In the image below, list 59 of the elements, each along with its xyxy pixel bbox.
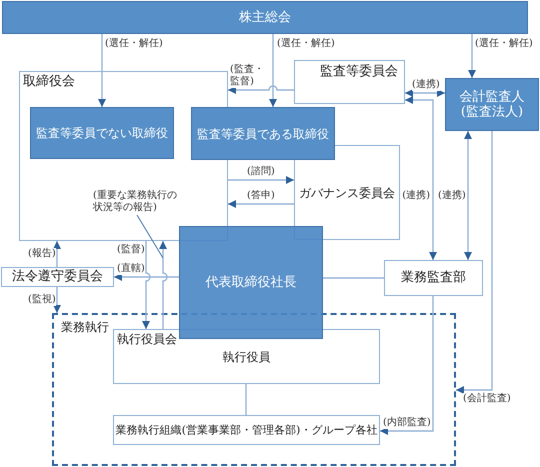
organization-box (113, 415, 380, 445)
edge-label: (連携) (412, 79, 440, 91)
edge-label: (選任・解任) (105, 38, 163, 50)
box-heading: 執行役員会 (117, 332, 177, 346)
edge-label: (報告) (28, 248, 56, 260)
box-label: 代表取締役社長 (206, 274, 296, 290)
dashed-region (52, 313, 456, 466)
connector-line (323, 277, 384, 279)
arrow (142, 241, 151, 329)
arrow (114, 273, 179, 281)
committee-box (1, 267, 114, 287)
edge-label: (監視) (28, 294, 56, 306)
edge-label: (選任・解任) (475, 38, 533, 50)
arrow (468, 34, 476, 78)
box-label: 監査等委員でない取締役 (36, 126, 168, 140)
arrow (380, 296, 434, 435)
box-label: ガバナンス委員会 (299, 185, 395, 200)
director-box (191, 107, 335, 160)
box-label: 監査等委員である取締役 (197, 126, 329, 141)
box-label: 業務執行組織(営業事業部・管理各部)・グループ各社 (116, 423, 378, 437)
director-box (30, 107, 174, 159)
edge-label: (監督) (117, 244, 145, 256)
edge-label: (重要な業務執行の状況等の報告) (93, 190, 179, 214)
box-label: 執行役員 (222, 349, 270, 364)
edge-label: (内部監査) (383, 417, 431, 429)
box-label: 法令遵守委員会 (12, 269, 103, 285)
edge-label: (直轄) (117, 263, 145, 275)
arrow (159, 241, 168, 329)
box-heading: 取締役会 (23, 74, 75, 90)
double-arrow (464, 131, 472, 260)
arrow (98, 34, 106, 107)
department-box (384, 260, 483, 296)
arrow (456, 131, 493, 394)
edge-label: (連携) (438, 190, 466, 202)
arrow (269, 34, 277, 107)
edge-label: (諮問) (247, 166, 275, 178)
box-heading: 業務執行 (61, 320, 109, 334)
edge-label: (答申) (247, 190, 275, 202)
edge-label: (連携) (402, 190, 430, 202)
arrow (53, 287, 61, 313)
arrow (53, 241, 61, 267)
connector-line (245, 384, 247, 415)
arrow (228, 85, 294, 94)
edge-label: (選任・解任) (277, 38, 335, 50)
arrow (228, 176, 294, 184)
double-arrow (405, 96, 437, 260)
auditor-box (445, 78, 539, 131)
double-arrow (405, 89, 445, 97)
arrow (228, 200, 294, 208)
box-label: 株主総会 (239, 10, 291, 26)
header-bar (2, 1, 528, 34)
officer-frame (113, 329, 380, 384)
committee-frame (294, 60, 405, 104)
box-heading: 監査等委員会 (320, 64, 398, 80)
box-label: 業務監査部 (401, 270, 466, 286)
box-label: 会計監査人(監査法人) (458, 88, 526, 120)
committee-frame (294, 145, 400, 240)
edge-label: (会計監査) (463, 393, 511, 405)
president-box (179, 226, 323, 339)
